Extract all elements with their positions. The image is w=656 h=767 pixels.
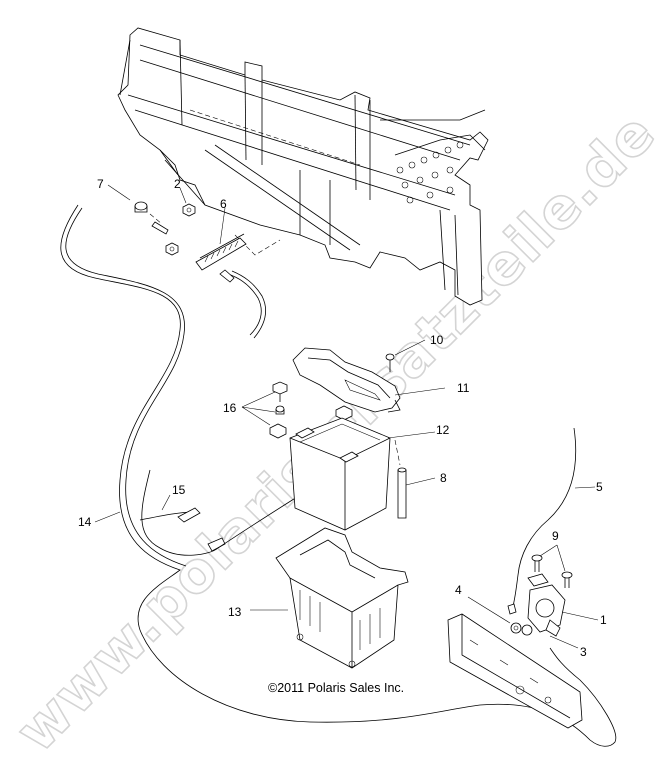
callout-12: 12 (436, 423, 450, 437)
screw-9a (531, 554, 543, 572)
callout-13: 13 (228, 605, 242, 619)
callout-15: 15 (172, 483, 186, 497)
callout-8: 8 (440, 471, 447, 485)
callout-1: 1 (600, 613, 607, 627)
callout-11: 11 (457, 381, 470, 395)
callout-6: 6 (220, 197, 227, 211)
nut-2b (165, 242, 179, 256)
nut-16d (335, 405, 353, 421)
callout-3: 3 (580, 645, 587, 659)
nut-4 (510, 622, 533, 636)
frame-assembly (117, 27, 489, 306)
terminal-block-6 (195, 233, 247, 271)
bolt-16a (272, 381, 288, 402)
screw-9b (561, 571, 573, 588)
callouts: 7 2 6 10 11 16 12 8 15 5 14 9 4 13 1 3 (78, 177, 607, 659)
copyright-text: ©2011 Polaris Sales Inc. (268, 681, 404, 695)
battery-hold-down-11 (292, 347, 401, 413)
wire-5 (507, 427, 577, 615)
nut-16c (269, 423, 287, 439)
callout-14: 14 (78, 515, 92, 529)
cable-15 (139, 469, 341, 549)
callout-16: 16 (223, 401, 237, 415)
mounting-bracket (447, 613, 583, 729)
callout-5: 5 (596, 480, 603, 494)
bolt-7 (134, 201, 169, 235)
callout-10: 10 (430, 333, 444, 347)
callout-9: 9 (552, 529, 559, 543)
callout-2: 2 (174, 177, 181, 191)
battery-12 (289, 417, 391, 531)
leader-lines (94, 184, 599, 649)
battery-box-13 (275, 527, 409, 669)
bolt-16b (275, 405, 285, 415)
callout-4: 4 (455, 583, 462, 597)
battery-ground-cable (219, 269, 267, 339)
solenoid-1 (527, 573, 566, 637)
screw-10 (385, 353, 395, 372)
cable-14 (60, 204, 617, 747)
nut-2 (182, 203, 196, 217)
rod-8 (394, 439, 407, 519)
callout-7: 7 (97, 177, 104, 191)
